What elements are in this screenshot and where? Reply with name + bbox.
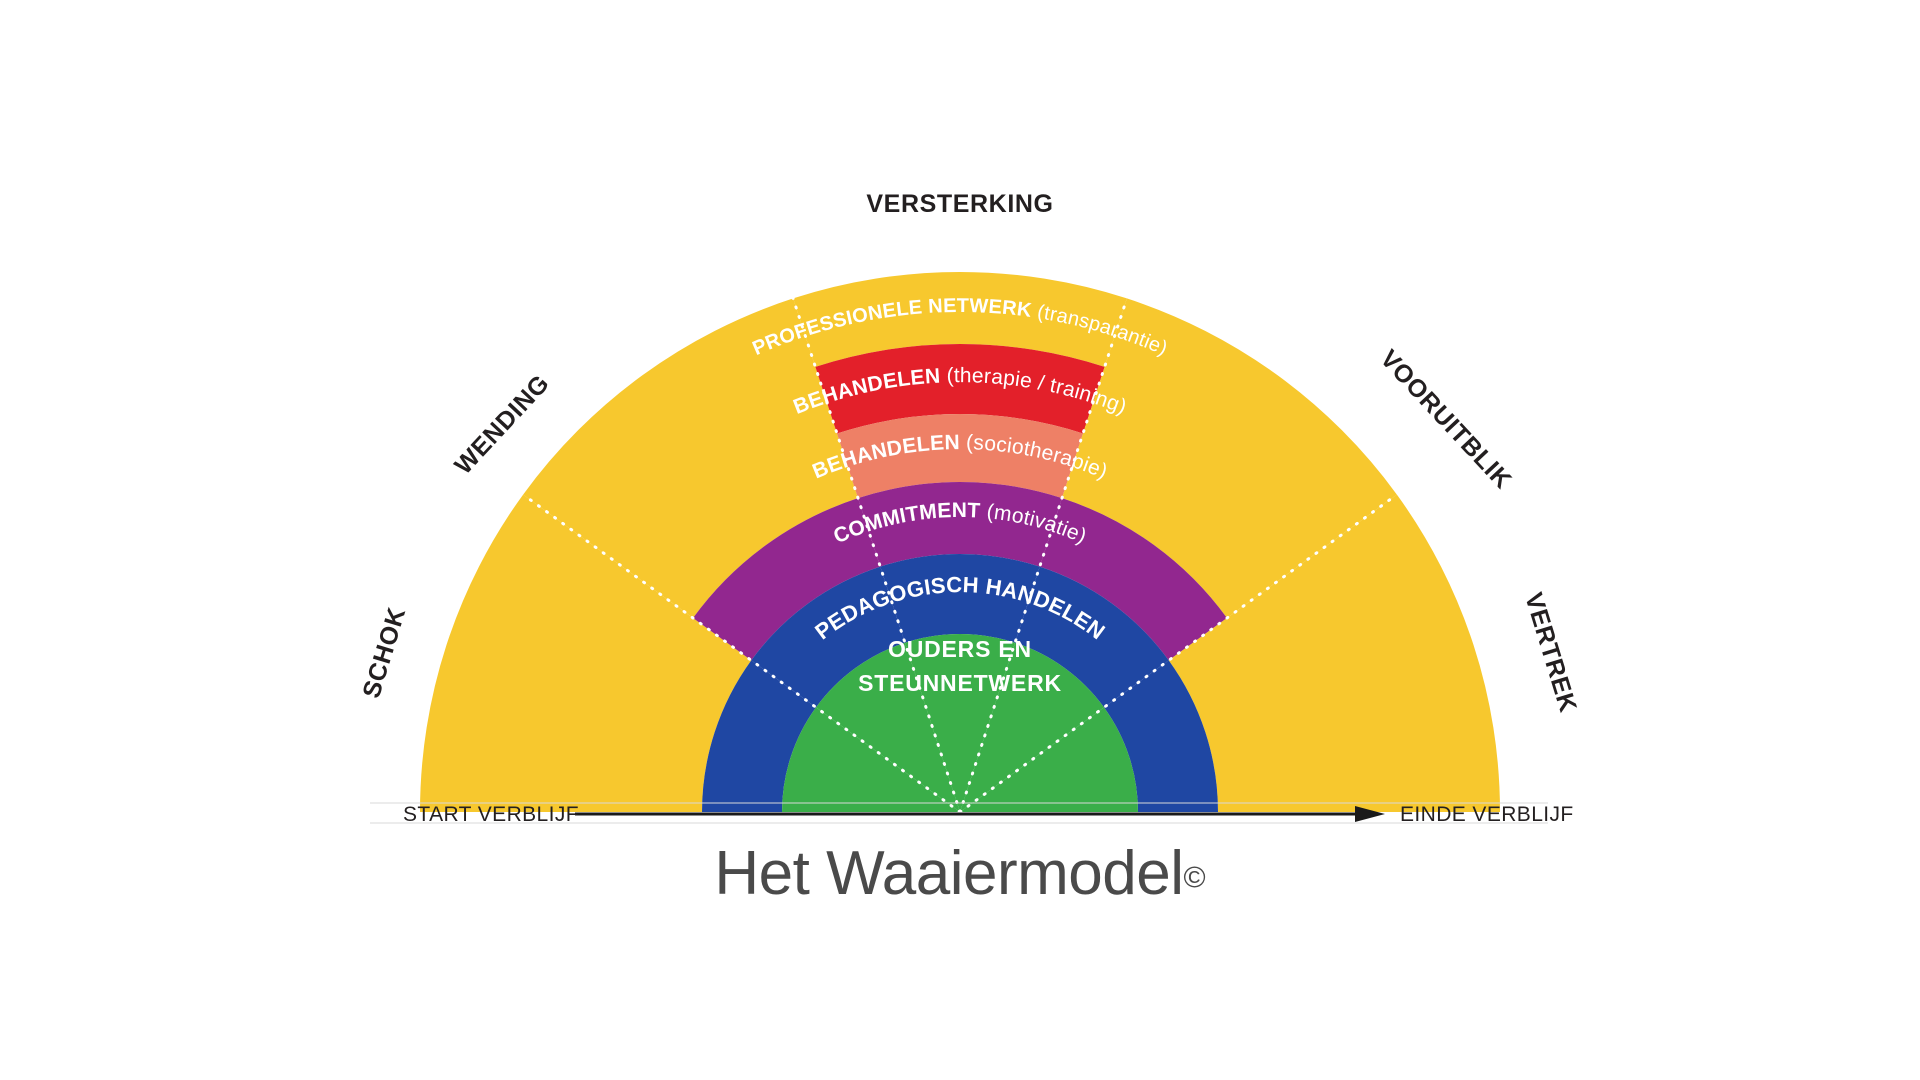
fan-sectors	[420, 272, 1500, 812]
arrow-head-icon	[1355, 806, 1385, 822]
sector-divider-lines	[521, 296, 1399, 814]
phase-label-vooruitblik: VOORUITBLIK	[1375, 345, 1517, 495]
ring-segment-professioneel-netwerk	[420, 494, 752, 812]
core-label-line1: OUDERS EN	[888, 636, 1032, 662]
ring-segment-pedagogisch-handelen	[1015, 566, 1169, 708]
ring-segment-behandelen-sociotherapie	[837, 414, 1083, 499]
sector-divider-144	[521, 493, 962, 814]
ring-segment-ouders-steunnetwerk	[960, 642, 1105, 812]
ring-segment-behandelen-therapie	[815, 344, 1105, 434]
phase-label-versterking: VERSTERKING	[866, 190, 1053, 218]
ring-segment-professioneel-netwerk	[793, 272, 1127, 367]
ring-segment-professioneel-netwerk	[1168, 494, 1500, 812]
sector-divider-72	[958, 296, 1129, 814]
sector-divider-36	[958, 493, 1399, 814]
timeline-axis: START VERBLIJF EINDE VERBLIJF	[370, 802, 1574, 826]
phase-label-vertrek: VERTREK	[1519, 589, 1582, 715]
ring-segment-ouders-steunnetwerk	[815, 642, 960, 812]
ring-segment-pedagogisch-handelen	[1104, 660, 1218, 812]
ring-segment-pedagogisch-handelen	[880, 554, 1040, 643]
axis-start-label: START VERBLIJF	[403, 803, 579, 826]
ring-segment-commitment	[1039, 498, 1227, 661]
ring-segment-professioneel-netwerk	[523, 298, 859, 619]
ring-segment-ouders-steunnetwerk	[960, 707, 1138, 812]
ring-segment-commitment	[693, 498, 881, 661]
ring-segment-ouders-steunnetwerk	[904, 633, 1016, 812]
ring-segment-pedagogisch-handelen	[702, 660, 816, 812]
ring-segment-ouders-steunnetwerk	[782, 707, 960, 812]
core-label-line2: STEUNNETWERK	[858, 670, 1062, 696]
ring-segment-commitment	[858, 482, 1062, 567]
phase-label-schok: SCHOK	[357, 604, 411, 701]
phase-label-wending: WENDING	[449, 369, 555, 480]
ring-segment-professioneel-netwerk	[1061, 298, 1397, 619]
axis-end-label: EINDE VERBLIJF	[1400, 803, 1574, 826]
sector-divider-108	[791, 296, 962, 814]
ring-segment-pedagogisch-handelen	[751, 566, 905, 708]
